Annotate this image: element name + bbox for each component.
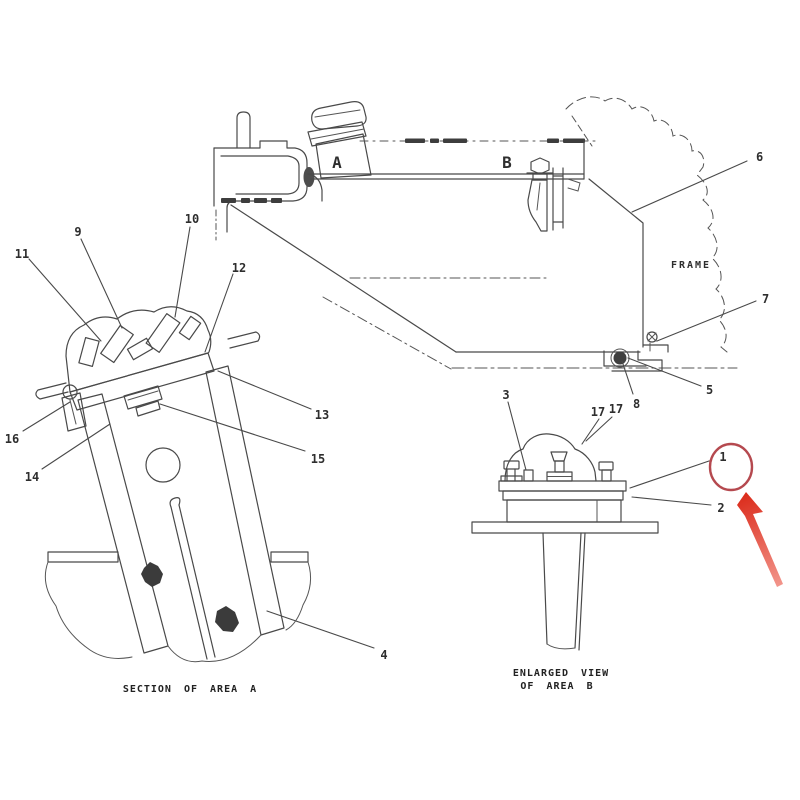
leader-17b <box>585 416 613 442</box>
callout-14: 14 <box>25 470 39 484</box>
bracket-markings <box>221 198 282 203</box>
tank-bottom-clip <box>603 348 663 372</box>
sender-dome <box>504 433 597 482</box>
suction-tube <box>542 532 586 651</box>
leader-9 <box>80 238 123 329</box>
torn-edges <box>44 561 312 663</box>
leader-5 <box>627 357 702 387</box>
callout-9: 9 <box>74 225 81 239</box>
sender-bolts <box>500 451 614 482</box>
filler-neck <box>315 133 372 179</box>
callout-12: 12 <box>232 261 246 275</box>
left-mounting-bracket <box>213 140 308 241</box>
highlight-arrow <box>737 492 783 587</box>
leader-10 <box>174 226 191 318</box>
leader-15 <box>159 403 306 452</box>
enlarged-view-caption-line1: ENLARGED VIEW <box>513 668 609 679</box>
callout-7: 7 <box>762 292 769 306</box>
callout-13: 13 <box>315 408 329 422</box>
tank-wall-plate-right <box>270 551 309 563</box>
sender-gasket <box>502 490 624 501</box>
callout-4: 4 <box>380 648 387 662</box>
enlarged-view-area-b: 3 17 17 2 ENLARGED VIEW OF AREA B <box>471 388 725 692</box>
tube-hole <box>145 447 181 483</box>
fuel-tank-body <box>230 140 641 370</box>
callout-15: 15 <box>311 452 325 466</box>
leader-7 <box>656 300 757 342</box>
flange-nut <box>123 385 163 417</box>
smudge-mark <box>215 606 239 632</box>
callout-16: 16 <box>5 432 19 446</box>
bracket-pin <box>236 111 251 149</box>
frame-foot-bolt <box>642 331 669 353</box>
bracket-joint <box>303 167 315 187</box>
callout-10: 10 <box>185 212 199 226</box>
leader-12 <box>204 273 234 353</box>
highlight-circle <box>708 442 754 492</box>
enlarged-view-caption-line2: OF AREA B <box>520 681 593 692</box>
leader-8 <box>621 360 634 395</box>
callout-17a: 17 <box>591 405 605 419</box>
area-a-label: A <box>332 153 342 172</box>
section-view-area-a: 9 10 11 12 13 15 16 14 4 SECTION OF AREA… <box>5 212 388 695</box>
tube-wall-right <box>205 365 285 636</box>
leader-1 <box>629 460 710 489</box>
main-assembly-view: A <box>213 96 769 411</box>
area-b-bracket <box>526 157 581 232</box>
right-mount-rod <box>227 331 261 349</box>
leader-16 <box>22 401 71 432</box>
sender-body <box>506 499 622 523</box>
leader-4 <box>266 610 375 649</box>
section-view-caption: SECTION OF AREA A <box>123 684 257 695</box>
left-mount-rod <box>35 382 69 400</box>
leader-3 <box>507 401 527 471</box>
callout-5: 5 <box>706 383 713 397</box>
leader-14 <box>41 423 111 470</box>
callout-3: 3 <box>502 388 509 402</box>
frame-label: FRAME <box>671 260 711 271</box>
area-b-label: B <box>502 153 512 172</box>
tank-top-markings <box>405 138 585 143</box>
callout-2: 2 <box>717 501 724 515</box>
callout-11: 11 <box>15 247 29 261</box>
tank-wall-plate-left <box>47 551 119 563</box>
sender-top-plate <box>498 480 627 492</box>
frame-outline: FRAME <box>565 96 728 353</box>
callout-17b: 17 <box>609 402 623 416</box>
callout-6: 6 <box>756 150 763 164</box>
callout-1: 1 <box>719 450 726 464</box>
left-end-bolt <box>61 384 87 432</box>
tank-top-flange <box>471 521 659 534</box>
smudge-mark <box>141 562 163 587</box>
isolation-mount-saddle <box>65 306 212 393</box>
filler-cap <box>307 101 367 147</box>
callout-8: 8 <box>633 397 640 411</box>
leader-13 <box>217 370 312 410</box>
inner-rod <box>169 497 216 660</box>
rubber-mount-slabs <box>78 313 202 367</box>
part-highlight-annotation: 1 <box>708 442 783 587</box>
leader-2 <box>631 496 712 506</box>
mount-flange-plate <box>69 352 215 411</box>
leader-6 <box>631 160 748 213</box>
leader-11 <box>28 258 102 342</box>
leader-17 <box>581 418 600 445</box>
tube-wall-left <box>77 393 169 654</box>
